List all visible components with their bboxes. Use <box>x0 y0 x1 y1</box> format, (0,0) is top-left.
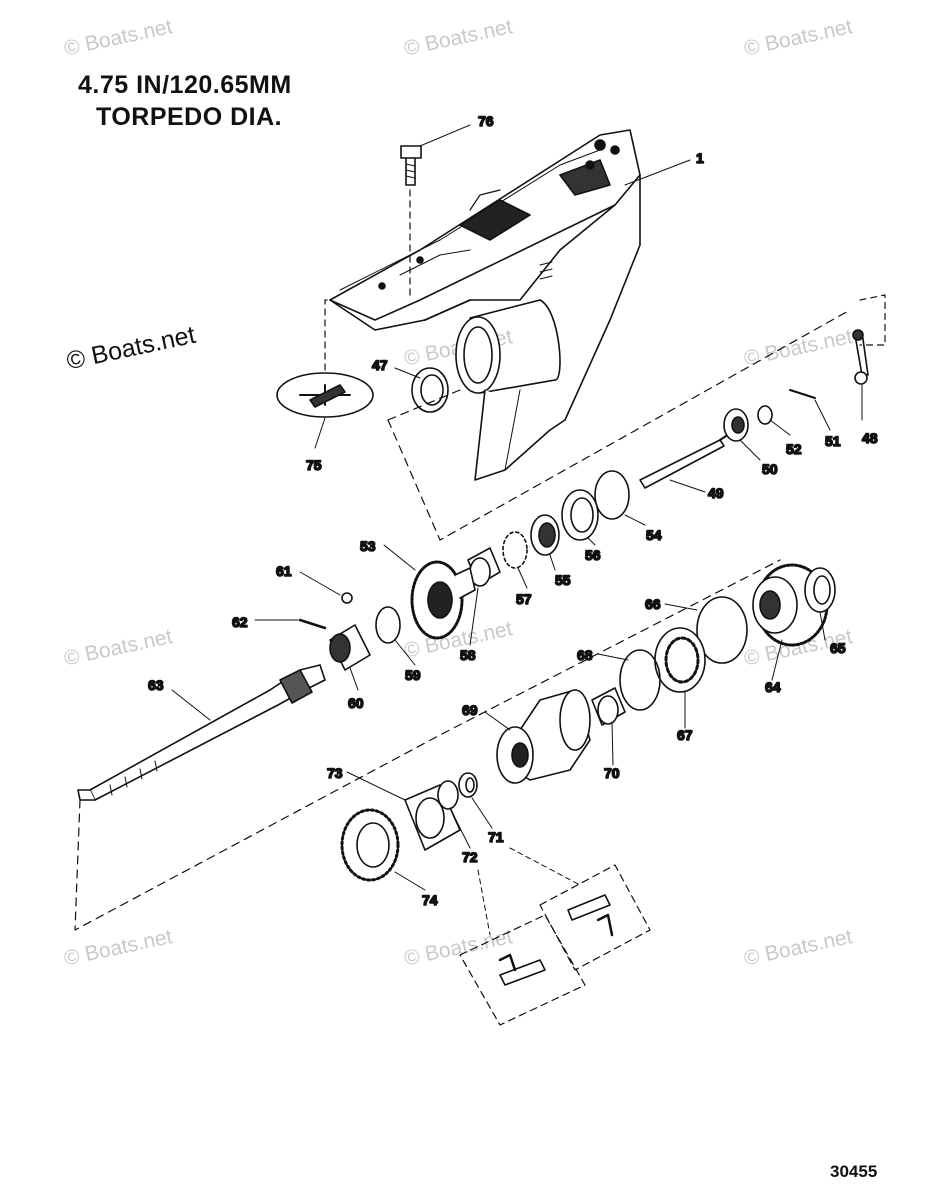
bearing-70 <box>591 687 626 726</box>
callout-63: 63 <box>148 677 164 693</box>
bearing-55 <box>530 514 560 556</box>
callout-56: 56 <box>585 547 601 563</box>
callout-52: 52 <box>786 441 802 457</box>
trim-tab-75 <box>276 299 374 418</box>
part-48 <box>852 294 886 385</box>
callout-62: 62 <box>232 614 248 630</box>
shift-shaft-49 <box>639 429 736 489</box>
callout-60: 60 <box>348 695 364 711</box>
callout-68: 68 <box>577 647 593 663</box>
callout-66: 66 <box>645 596 661 612</box>
ring-59 <box>375 606 401 644</box>
callout-74: 74 <box>422 892 438 908</box>
callout-70: 70 <box>604 765 620 781</box>
callout-71: 71 <box>488 829 504 845</box>
bearing-67 <box>654 627 706 693</box>
leader-lines <box>171 124 863 936</box>
shim-57 <box>502 531 528 569</box>
retainer-nut-74 <box>340 808 400 882</box>
diagram-title-line1: 4.75 IN/120.65MM <box>78 71 292 99</box>
o-ring-52 <box>757 405 773 425</box>
bearing-carrier-69 <box>496 689 591 784</box>
bolt-76 <box>400 145 422 301</box>
callout-53: 53 <box>360 538 376 554</box>
callout-75: 75 <box>306 457 322 473</box>
propeller-shaft-63 <box>74 559 781 931</box>
callout-58: 58 <box>460 647 476 663</box>
callout-51: 51 <box>825 433 841 449</box>
bearing-72 <box>437 780 459 810</box>
callout-61: 61 <box>276 563 292 579</box>
pin-51 <box>789 389 816 399</box>
race-56 <box>561 489 599 541</box>
callout-50: 50 <box>762 461 778 477</box>
callout-47: 47 <box>372 357 388 373</box>
callout-57: 57 <box>516 591 532 607</box>
callout-55: 55 <box>555 572 571 588</box>
diagram-title-line2: TORPEDO DIA. <box>96 103 283 131</box>
callout-69: 69 <box>462 702 478 718</box>
gear-housing <box>329 129 641 481</box>
callout-72: 72 <box>462 849 478 865</box>
pin-62 <box>298 618 327 630</box>
callout-54: 54 <box>646 527 662 543</box>
clutch-60 <box>329 624 371 671</box>
tool-box-72 <box>459 914 586 1026</box>
callout-59: 59 <box>405 667 421 683</box>
tool-box-71 <box>539 864 651 971</box>
callout-49: 49 <box>708 485 724 501</box>
ball-61 <box>341 592 353 604</box>
drawing-number: 30455 <box>830 1162 878 1181</box>
callout-1: 1 <box>696 150 704 166</box>
callout-labels: 76 1 47 75 48 49 50 51 52 54 56 55 57 58… <box>147 112 878 909</box>
race-71 <box>458 772 478 798</box>
race-65 <box>804 567 836 613</box>
bushing-50 <box>723 408 749 442</box>
shim-54 <box>594 470 630 520</box>
seal-47 <box>387 309 851 541</box>
callout-76: 76 <box>478 113 494 129</box>
callout-48: 48 <box>862 430 878 446</box>
o-ring-68 <box>619 649 661 711</box>
callout-65: 65 <box>830 640 846 656</box>
callout-73: 73 <box>327 765 343 781</box>
shim-66 <box>696 596 748 664</box>
callout-67: 67 <box>677 727 693 743</box>
pinion-gear-53 <box>410 560 476 640</box>
callout-64: 64 <box>765 679 781 695</box>
